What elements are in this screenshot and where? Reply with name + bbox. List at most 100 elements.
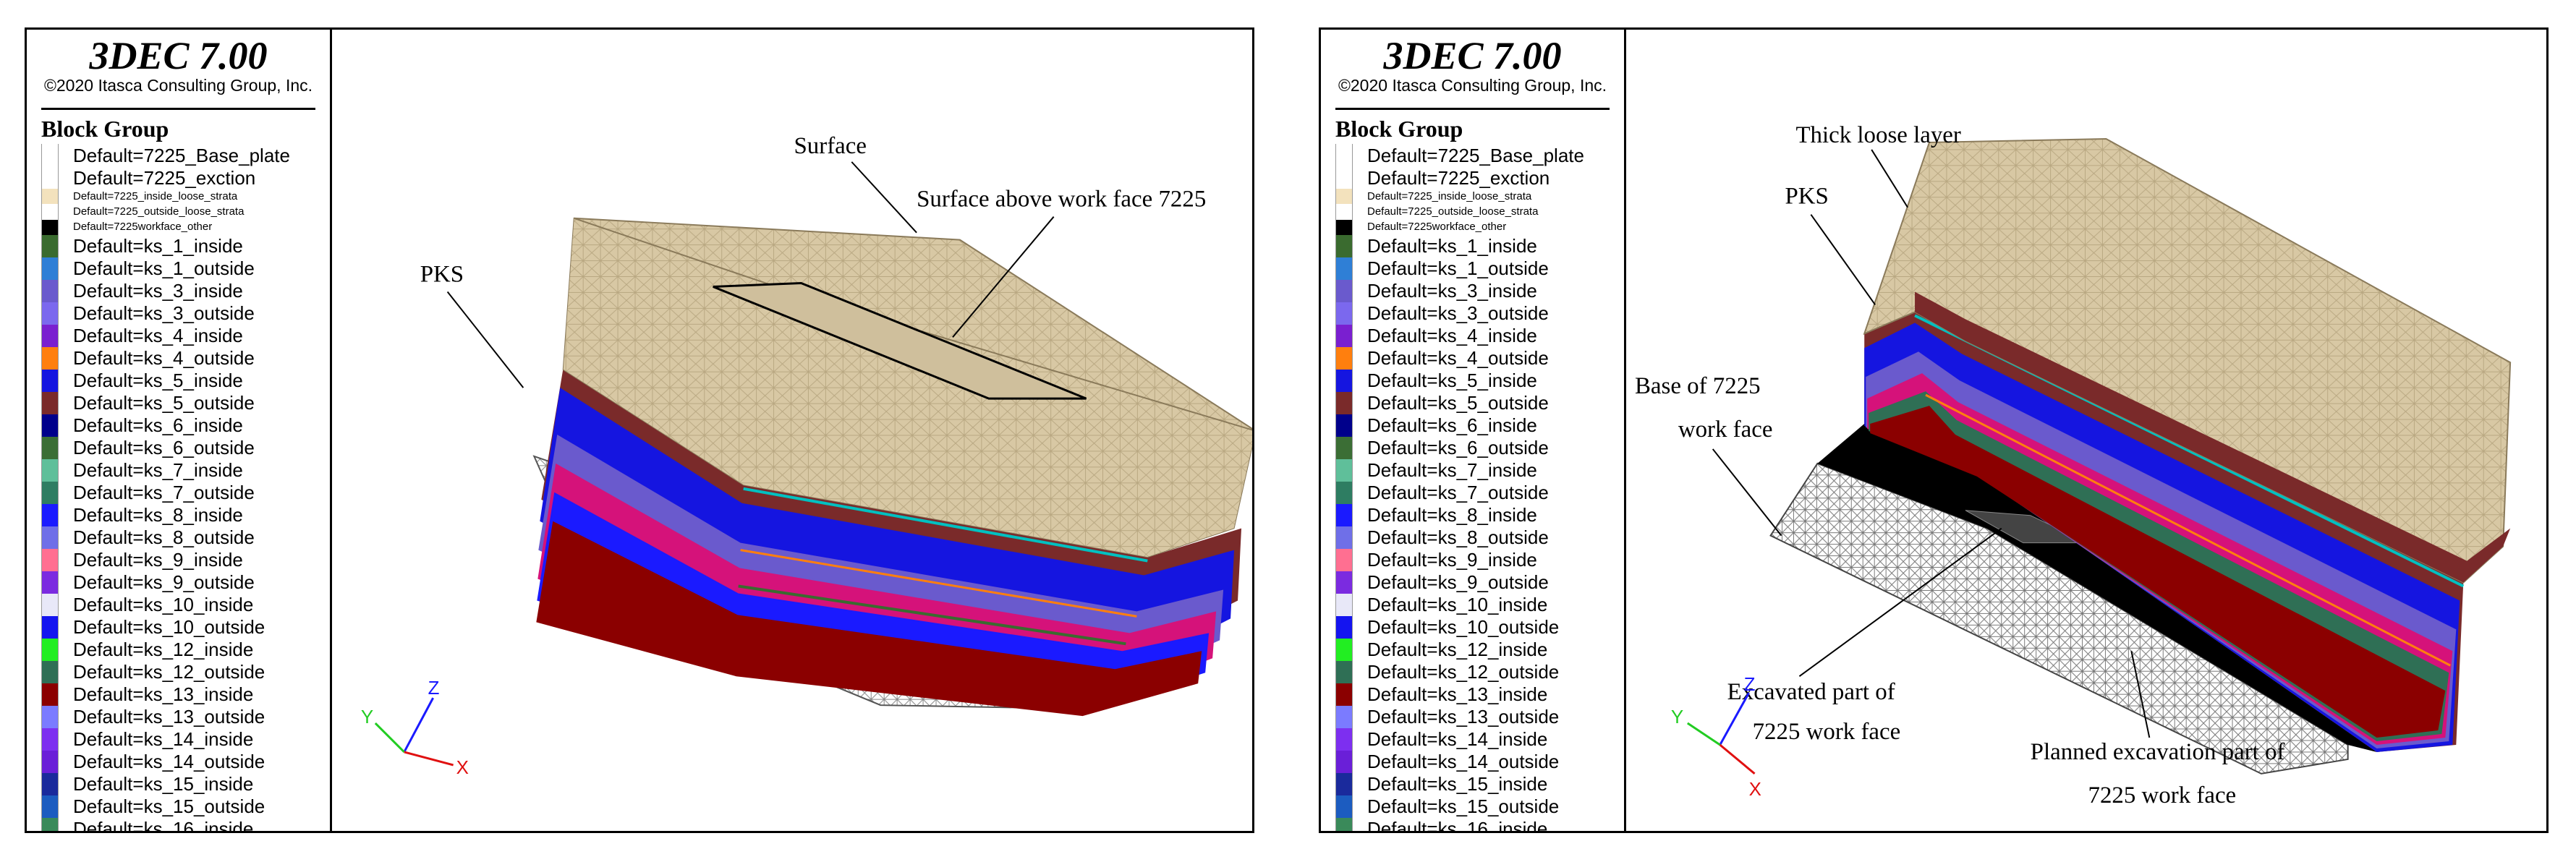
legend-item: Default=ks_9_inside xyxy=(41,548,330,571)
legend-item: Default=7225workface_other xyxy=(41,219,330,235)
legend-label: Default=ks_9_inside xyxy=(1367,549,1537,571)
legend-label: Default=ks_1_inside xyxy=(1367,235,1537,257)
legend-label: Default=ks_14_inside xyxy=(1367,728,1548,751)
legend-swatch xyxy=(41,727,59,751)
legend-item: Default=ks_3_inside xyxy=(1335,279,1624,302)
legend-label: Default=7225_exction xyxy=(73,166,256,189)
strata-line xyxy=(1925,393,2451,667)
legend-item: Default=ks_9_outside xyxy=(41,571,330,594)
legend-swatch xyxy=(41,548,59,571)
legend-item: Default=ks_5_inside xyxy=(41,369,330,392)
legend-swatch xyxy=(1335,526,1353,549)
legend-label: Default=7225_inside_loose_strata xyxy=(73,189,238,202)
divider xyxy=(41,108,315,110)
annotation-thick-loose: Thick loose layer xyxy=(1795,122,1960,148)
legend-item: Default=ks_13_inside xyxy=(41,683,330,706)
axis-triad: Z Y X xyxy=(1671,675,1761,800)
model-viewport[interactable]: Surface Surface above work face 7225 PKS… xyxy=(332,30,1252,831)
legend-item: Default=7225_outside_loose_strata xyxy=(1335,204,1624,220)
legend-label: Default=ks_4_inside xyxy=(1367,325,1537,347)
model-viewport[interactable]: Thick loose layer PKS Base of 7225 work … xyxy=(1626,30,2546,831)
legend-item: Default=ks_14_outside xyxy=(41,750,330,773)
legend-label: Default=ks_10_outside xyxy=(73,616,265,639)
legend-swatch xyxy=(1335,234,1353,257)
legend-swatch xyxy=(41,526,59,549)
legend-label: Default=7225workface_other xyxy=(1367,221,1507,234)
legend-label: Default=ks_5_inside xyxy=(73,370,243,392)
legend-label: Default=7225_Base_plate xyxy=(73,144,290,166)
legend-item: Default=ks_14_inside xyxy=(41,727,330,751)
legend-label: Default=7225workface_other xyxy=(73,221,213,234)
legend-swatch xyxy=(1335,414,1353,437)
legend-label: Default=ks_6_outside xyxy=(73,437,255,459)
legend-item: Default=ks_1_inside xyxy=(1335,234,1624,257)
legend-item: Default=ks_5_inside xyxy=(1335,369,1624,392)
legend-swatch xyxy=(41,705,59,728)
legend-swatch xyxy=(1335,503,1353,526)
legend-item: Default=ks_9_outside xyxy=(1335,571,1624,594)
legend-label: Default=ks_16_inside xyxy=(73,818,254,831)
legend-item: Default=ks_1_inside xyxy=(41,234,330,257)
legend-swatch xyxy=(41,189,59,205)
legend-label: Default=ks_13_inside xyxy=(1367,683,1548,706)
legend-item: Default=ks_14_inside xyxy=(1335,727,1624,751)
legend-swatch xyxy=(1335,795,1353,818)
legend-item: Default=ks_7_inside xyxy=(1335,458,1624,482)
legend-item: Default=ks_7_inside xyxy=(41,458,330,482)
surface-top xyxy=(573,217,1252,431)
legend-swatch xyxy=(1335,638,1353,661)
legend-item: Default=ks_1_outside xyxy=(1335,257,1624,280)
legend-item: Default=ks_3_inside xyxy=(41,279,330,302)
legend-label: Default=7225_Base_plate xyxy=(1367,144,1584,166)
legend-label: Default=ks_16_inside xyxy=(1367,818,1548,831)
legend-label: Default=7225_outside_loose_strata xyxy=(1367,205,1539,218)
legend-item: Default=ks_13_inside xyxy=(1335,683,1624,706)
legend-swatch xyxy=(41,772,59,795)
legend-title: Block Group xyxy=(41,116,169,142)
legend-item: Default=ks_16_inside xyxy=(41,817,330,831)
annotation-planned-2: 7225 work face xyxy=(2088,782,2236,808)
legend-item: Default=ks_1_outside xyxy=(41,257,330,280)
legend-swatch xyxy=(41,503,59,526)
legend-label: Default=ks_7_outside xyxy=(1367,482,1549,504)
legend-swatch xyxy=(41,660,59,683)
legend-swatch xyxy=(1335,772,1353,795)
legend-swatch xyxy=(41,257,59,280)
legend-swatch xyxy=(41,219,59,235)
legend-item: Default=ks_10_outside xyxy=(1335,615,1624,639)
legend-label: Default=7225_exction xyxy=(1367,166,1550,189)
legend-label: Default=ks_5_outside xyxy=(1367,392,1549,414)
app-title: 3DEC 7.00 xyxy=(1383,34,1562,77)
legend-swatch xyxy=(1335,750,1353,773)
legend-item: Default=7225workface_other xyxy=(1335,219,1624,235)
legend-label: Default=ks_10_outside xyxy=(1367,616,1560,639)
legend-swatch xyxy=(41,369,59,392)
legend-label: Default=ks_7_outside xyxy=(73,482,255,504)
legend-swatch xyxy=(41,204,59,220)
legend-item: Default=ks_6_outside xyxy=(41,436,330,459)
legend-label: Default=ks_4_outside xyxy=(1367,347,1549,370)
legend-swatch xyxy=(41,279,59,302)
legend-item: Default=ks_4_inside xyxy=(41,324,330,347)
legend-label: Default=ks_7_inside xyxy=(73,459,243,482)
axis-triad: Z Y X xyxy=(361,678,469,778)
legend-label: Default=ks_9_outside xyxy=(1367,571,1549,594)
legend-item: Default=7225_Base_plate xyxy=(41,144,330,166)
legend-swatch xyxy=(41,638,59,661)
legend-item: Default=ks_10_inside xyxy=(1335,593,1624,616)
legend-item: Default=ks_10_inside xyxy=(41,593,330,616)
legend-item: Default=ks_4_outside xyxy=(1335,346,1624,370)
legend-swatch xyxy=(41,481,59,504)
legend-swatch xyxy=(41,436,59,459)
legend-label: Default=ks_15_outside xyxy=(1367,795,1560,818)
legend-label: Default=ks_14_outside xyxy=(73,751,265,773)
legend-swatch xyxy=(1335,571,1353,594)
legend-item: Default=ks_14_outside xyxy=(1335,750,1624,773)
legend-swatch xyxy=(1335,219,1353,235)
legend-item: Default=ks_6_outside xyxy=(1335,436,1624,459)
legend-swatch xyxy=(1335,204,1353,220)
legend-label: Default=ks_15_outside xyxy=(73,795,265,818)
legend-label: Default=ks_9_outside xyxy=(73,571,255,594)
legend-item: Default=7225_inside_loose_strata xyxy=(1335,189,1624,205)
legend-swatch xyxy=(41,593,59,616)
